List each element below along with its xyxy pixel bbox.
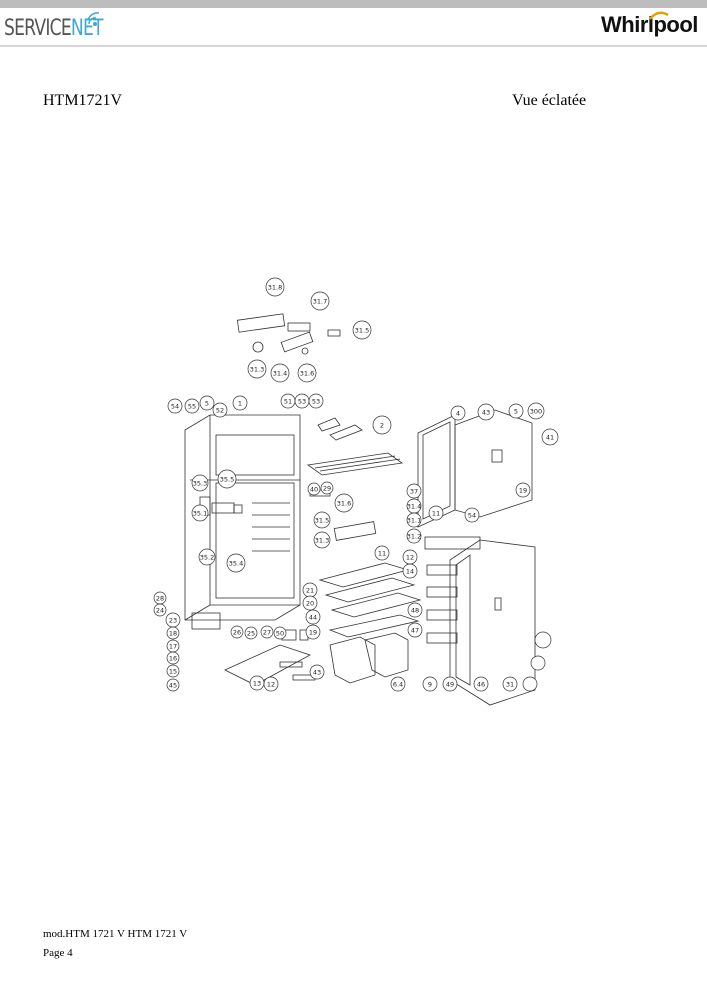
callout-label: 25 [247,629,255,637]
callout-label: 9 [428,680,432,688]
callout-label: 300 [530,407,542,415]
callout-label: 41 [546,433,554,441]
callout-label: 35.4 [229,559,243,567]
callout-label: 15 [169,667,177,675]
callout-label: 12 [406,553,414,561]
whirlpool-logo: Whirlpool [601,12,698,37]
model-number: HTM1721V [43,92,123,109]
callout-label: 2 [380,421,384,429]
callout-label: 50 [276,629,284,637]
callout-label: 19 [519,486,527,494]
whirlpool-swoosh-icon [649,11,669,20]
view-title: Vue éclatée [512,92,587,109]
callout-label: 55 [188,402,196,410]
callout-label: 40 [310,485,318,493]
callout-label: 31.1 [407,516,421,524]
callout-label: 1 [238,399,242,407]
callout-label: 31.8 [268,283,282,291]
callout-label: 11 [432,509,440,517]
callout-label: 31.6 [337,499,351,507]
callout-label: 54 [171,402,179,410]
header-divider [0,45,707,47]
callout-label: 24 [156,606,164,614]
callout-label: 54 [468,511,476,519]
callout-label: 31.5 [355,326,369,334]
callout-label: 12 [267,680,275,688]
callout-label: 49 [446,680,454,688]
callout-label: 53 [298,397,306,405]
servicenet-logo-accent: NET [70,16,104,41]
callout-label: 47 [411,626,419,634]
callout-label: 26 [233,628,241,636]
callout-label: 31.5 [315,516,329,524]
callout-label: 53 [312,397,320,405]
footer-model-line: mod.HTM 1721 V HTM 1721 V [43,928,188,940]
callout-label: 48 [411,606,419,614]
callout-label: 51 [284,397,292,405]
callout-label: 13 [253,679,261,687]
callout-label: 37 [410,487,418,495]
callout-label: 18 [169,629,177,637]
callout-label: 27 [263,628,271,636]
callout-label: 52 [216,406,224,414]
callout-label: 6.4 [393,680,403,688]
callout-label: 17 [169,642,177,650]
callout-label: 21 [306,586,314,594]
callout-label: 11 [378,549,386,557]
callout-label: 43 [313,668,321,676]
callout-label: 29 [323,484,331,492]
callout-label: 31.6 [300,369,314,377]
callout-label: 31.7 [313,297,327,305]
callout-label: 16 [169,654,177,662]
callout-label: 5 [514,407,518,415]
top-border-band [0,0,707,8]
callout-label: 43 [482,408,490,416]
callout-label: 44 [309,613,317,621]
callout-label: 23 [169,616,177,624]
callout-label: 28 [156,594,164,602]
callout-label: 4 [456,409,460,417]
callout-label: 35.5 [220,475,234,483]
callout-label: 19 [309,628,317,636]
callout-label: 31.3 [315,536,329,544]
callout-label: 46 [477,680,485,688]
callout-label: 31.3 [250,365,264,373]
servicenet-logo-main: SERVICE [4,16,72,41]
callout-label: 14 [406,567,414,575]
callout-label: 45 [169,681,177,689]
callout-label: 31.4 [273,369,287,377]
callout-label: 31.4 [407,502,421,510]
callout-label: 31 [506,680,514,688]
callout-label: 5 [205,399,209,407]
callout-label: 35.3 [193,479,207,487]
callout-label: 31.2 [407,532,421,540]
callout-label: 35.2 [200,553,214,561]
footer-page-number: Page 4 [43,947,73,959]
callout-label: 20 [306,599,314,607]
callout-label: 35.1 [193,509,207,517]
servicenet-logo: SERVICENET [4,16,103,41]
wifi-signal-icon [87,12,100,26]
